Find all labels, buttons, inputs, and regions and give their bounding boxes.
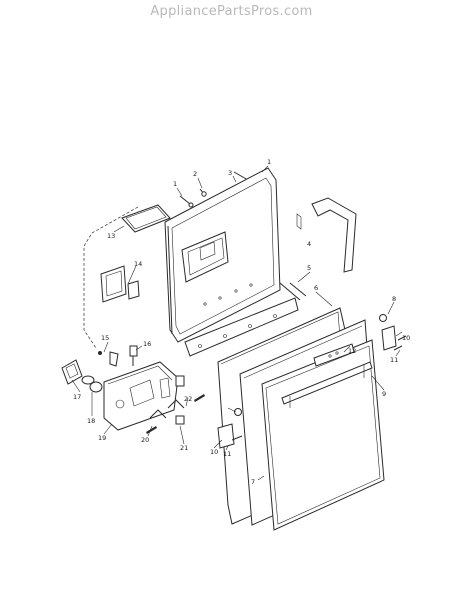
- callout-17: 17: [73, 393, 81, 401]
- part-4-side-bracket: [296, 197, 357, 273]
- part-18-rings: [81, 375, 103, 393]
- callout-13: 13: [107, 232, 115, 240]
- callout-6: 6: [314, 284, 318, 292]
- callout-1a: 1: [173, 180, 177, 188]
- callout-11b: 11: [223, 450, 231, 458]
- part-14-panel: [100, 265, 140, 303]
- callout-19: 19: [98, 434, 106, 442]
- callout-7: 7: [251, 478, 255, 486]
- callout-4: 4: [307, 240, 311, 248]
- dashed-leader: [83, 206, 139, 349]
- part-9-door-front: [261, 339, 385, 531]
- parts-15-16: [98, 345, 138, 367]
- callout-3: 3: [228, 169, 232, 177]
- callout-16: 16: [143, 340, 151, 348]
- callout-9: 9: [382, 390, 386, 398]
- callout-18: 18: [87, 417, 95, 425]
- callout-14: 14: [134, 260, 142, 268]
- part-17-latch-cover: [61, 359, 83, 385]
- part-19-assembly: [103, 361, 185, 431]
- leader-lines: [71, 165, 403, 481]
- callout-20: 20: [141, 436, 149, 444]
- callout-5: 5: [307, 264, 311, 272]
- part-8-latch-left: [217, 408, 243, 449]
- callout-11a: 11: [390, 356, 398, 364]
- callout-1b: 1: [267, 158, 271, 166]
- callout-21: 21: [180, 444, 188, 452]
- part-8-latch-right: [379, 314, 407, 351]
- callout-10a: 10: [402, 334, 410, 342]
- parts-20-22: [146, 394, 205, 434]
- callout-22: 22: [184, 395, 192, 403]
- part-12-control-panel: [313, 343, 355, 367]
- callout-10b: 10: [210, 448, 218, 456]
- callout-2: 2: [193, 170, 197, 178]
- callout-labels: 1 1 2 3 4 5 6 7 8 9 10 10 11 11 12 13 14…: [73, 158, 410, 486]
- callout-12: 12: [348, 347, 356, 355]
- callout-8: 8: [392, 295, 396, 303]
- inner-door-panel: [164, 167, 281, 343]
- part-13-gasket: [121, 204, 171, 233]
- part-5-hinge-strip: [184, 282, 307, 357]
- watermark: AppliancePartsPros.com: [150, 4, 313, 19]
- callout-15: 15: [101, 334, 109, 342]
